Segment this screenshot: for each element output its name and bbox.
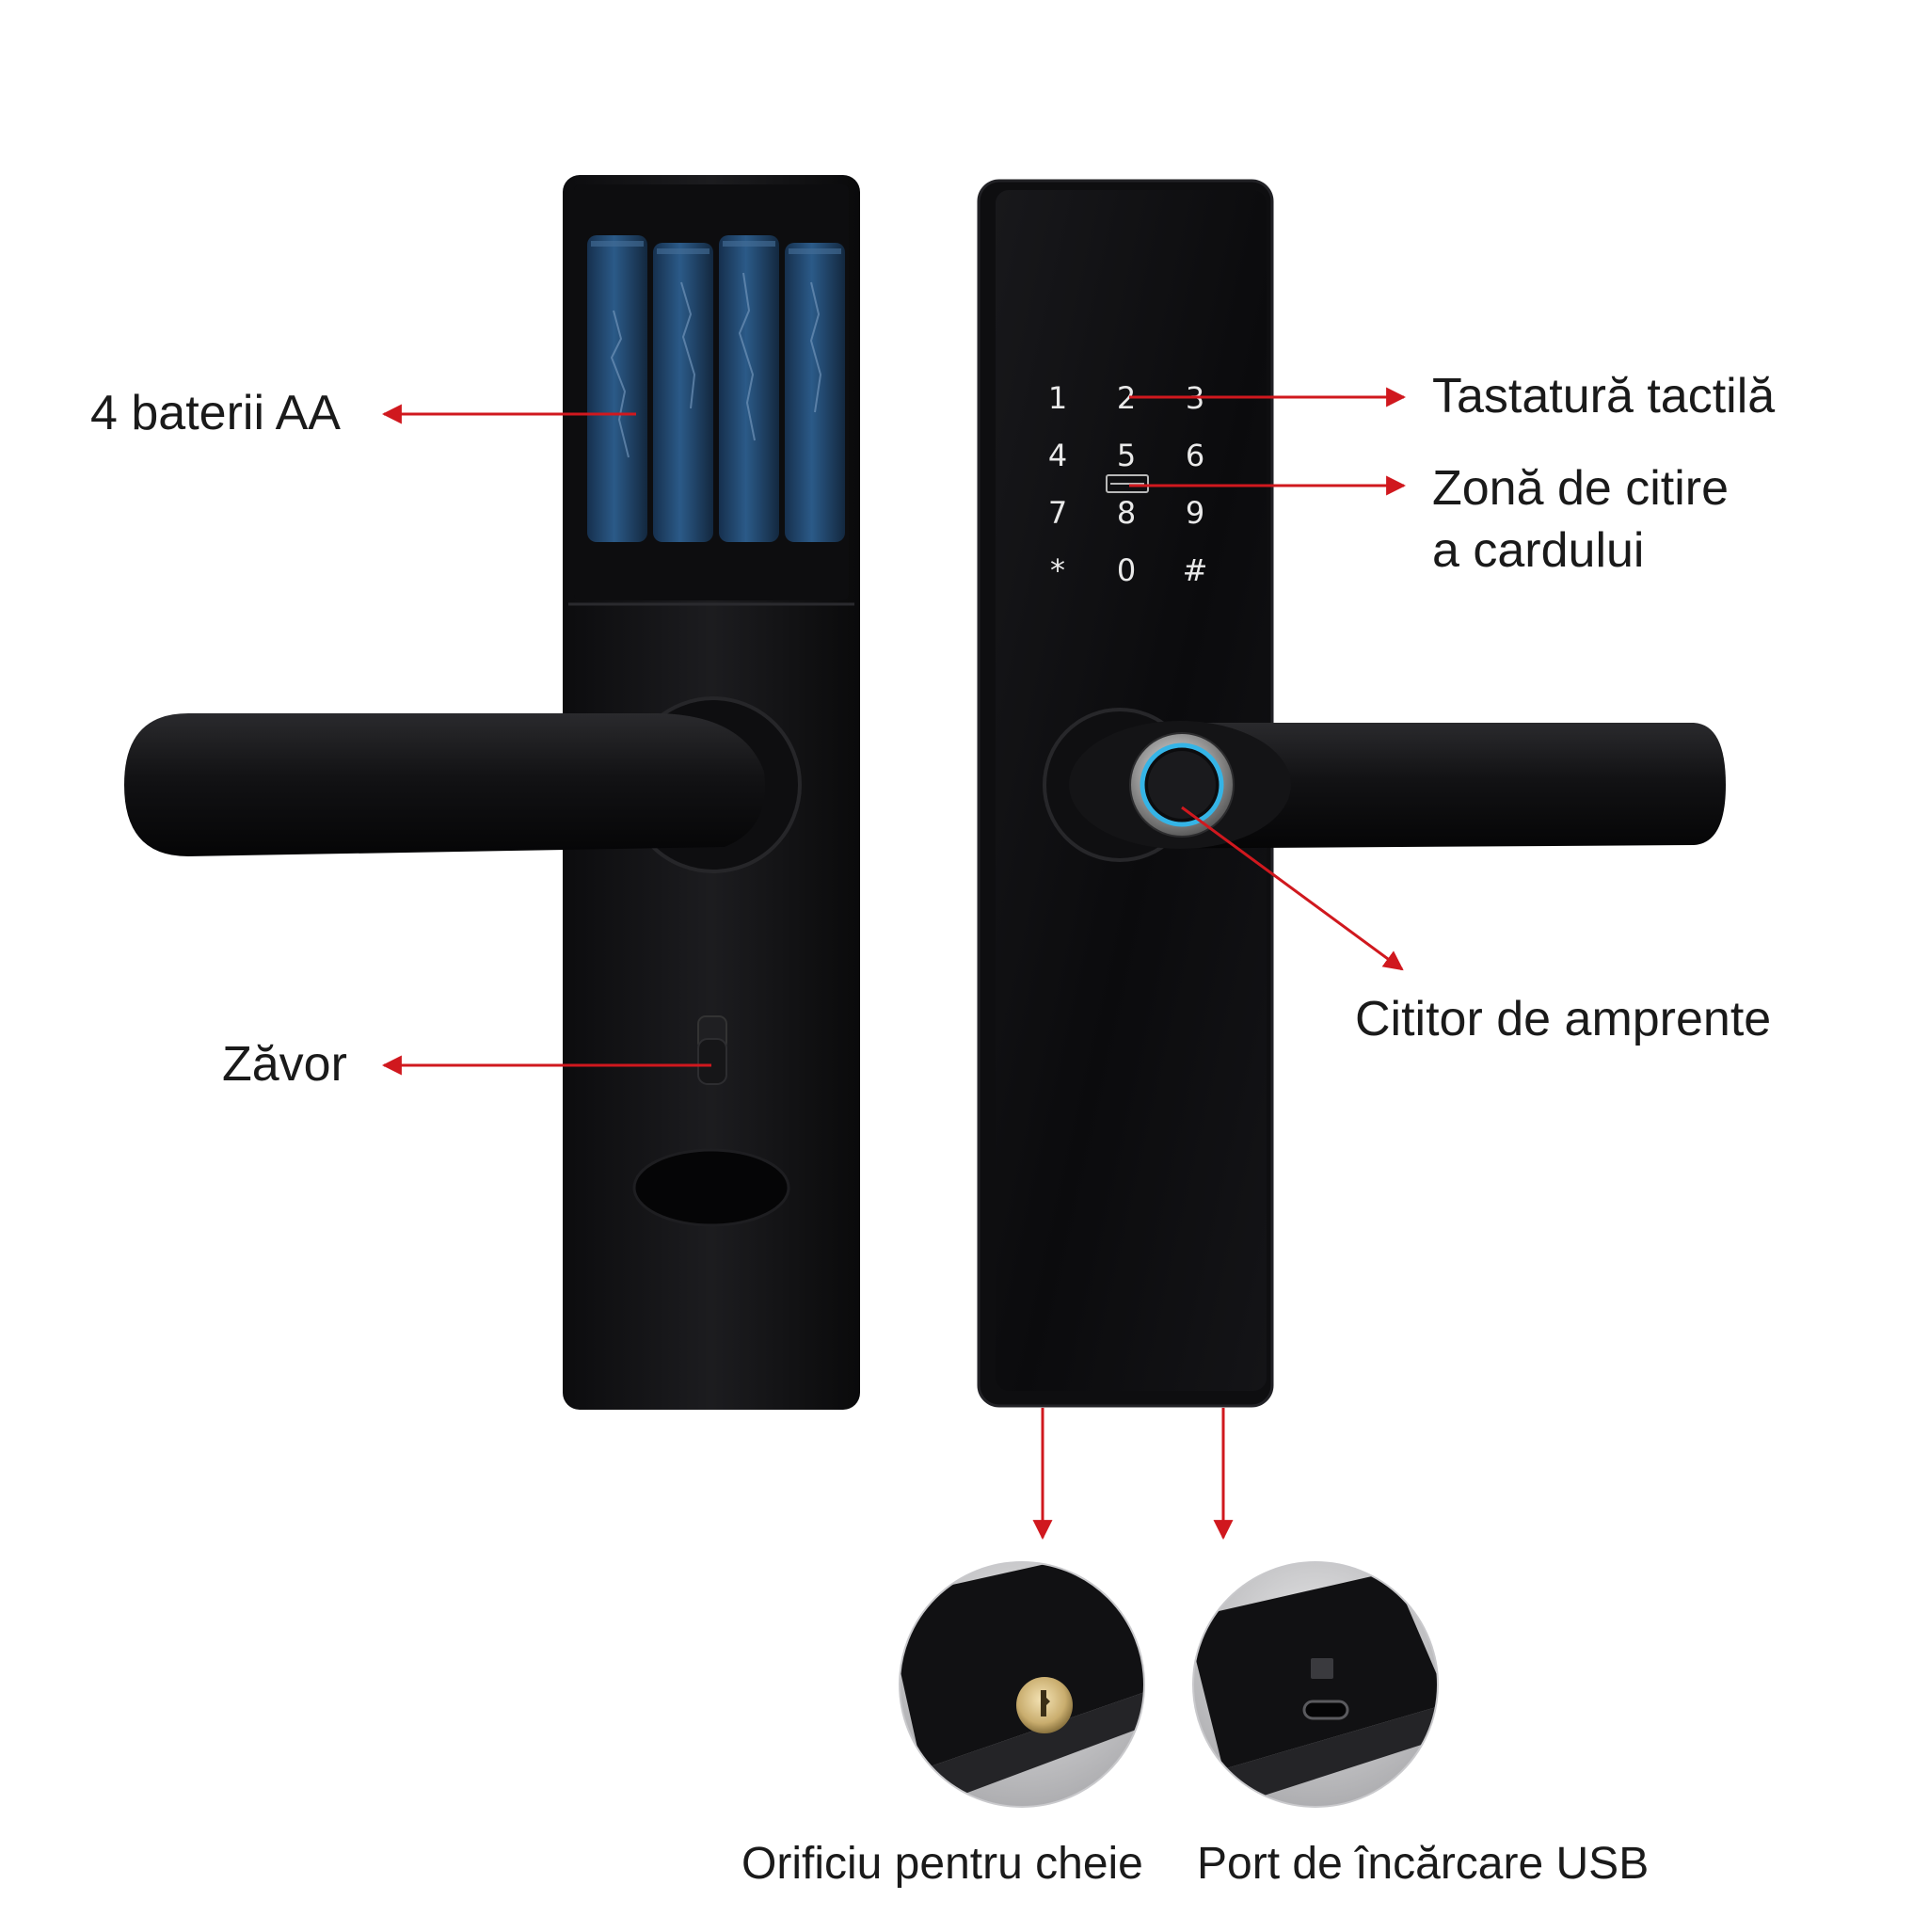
key-star[interactable]: * (1050, 552, 1065, 588)
card-reader-icon (1106, 474, 1149, 493)
reset-button-icon (1311, 1658, 1333, 1679)
annotation-arrows (381, 387, 1407, 1541)
key-hole-detail (899, 1561, 1145, 1808)
label-batteries: 4 baterii AA (90, 386, 341, 440)
fingerprint-sensor-icon[interactable] (1129, 732, 1235, 838)
battery-1 (587, 235, 647, 542)
back-lever-handle (124, 713, 766, 856)
front-panel: 1 2 3 4 5 6 7 8 9 * 0 # (977, 179, 1726, 1408)
key-9[interactable]: 9 (1186, 495, 1204, 531)
key-cover-oval (632, 1148, 790, 1227)
key-6[interactable]: 6 (1186, 438, 1204, 473)
battery-4 (785, 243, 845, 542)
key-1[interactable]: 1 (1048, 380, 1067, 416)
battery-pack-icon (587, 235, 845, 542)
label-usb-port: Port de încărcare USB (1197, 1839, 1650, 1889)
key-2[interactable]: 2 (1117, 380, 1136, 416)
key-4[interactable]: 4 (1048, 438, 1067, 473)
label-fingerprint: Cititor de amprente (1355, 992, 1772, 1046)
back-panel (124, 175, 860, 1410)
label-card-zone-line2: a cardului (1432, 523, 1645, 578)
key-5[interactable]: 5 (1117, 438, 1136, 473)
key-7[interactable]: 7 (1048, 495, 1067, 531)
label-card-zone-line1: Zonă de citire (1432, 461, 1730, 516)
label-key-hole: Orificiu pentru cheie (741, 1839, 1143, 1889)
usb-port-detail (1192, 1561, 1439, 1808)
usb-c-port-icon (1302, 1700, 1349, 1720)
key-8[interactable]: 8 (1117, 495, 1136, 531)
label-latch: Zăvor (222, 1037, 347, 1092)
latch-knob-icon (697, 1015, 727, 1085)
battery-2 (653, 243, 713, 542)
key-0[interactable]: 0 (1117, 552, 1136, 588)
key-hash[interactable]: # (1183, 552, 1208, 588)
arrow-fingerprint (1181, 806, 1404, 971)
label-touch-keypad: Tastatură tactilă (1432, 369, 1776, 423)
